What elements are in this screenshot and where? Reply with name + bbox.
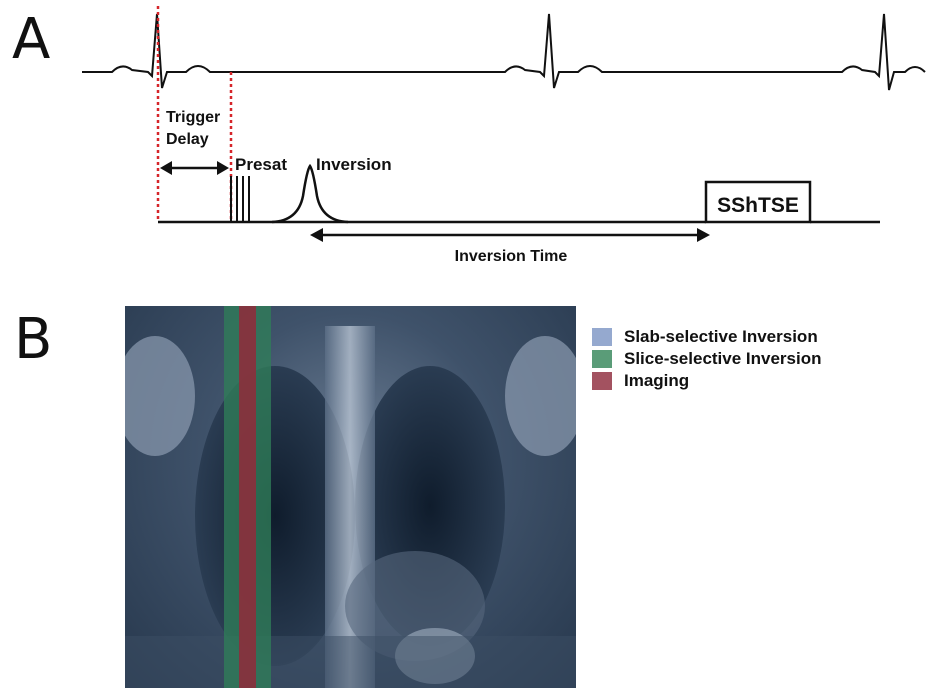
legend-item-slice: Slice-selective Inversion [592, 348, 822, 370]
left-shoulder [125, 336, 195, 456]
inversion-time-arrow [310, 228, 710, 242]
mr-image-rendering [125, 306, 576, 688]
coronal-mr-image [125, 306, 576, 688]
legend-swatch-imaging [592, 372, 612, 390]
lower-body [125, 636, 576, 688]
legend: Slab-selective Inversion Slice-selective… [592, 326, 822, 392]
legend-item-imaging: Imaging [592, 370, 822, 392]
trigger-delay-label-line1: Trigger [166, 109, 220, 126]
legend-item-slab: Slab-selective Inversion [592, 326, 822, 348]
inversion-label: Inversion [316, 155, 392, 174]
inversion-pulse [272, 166, 348, 222]
trigger-delay-label-line2: Delay [166, 131, 209, 148]
legend-swatch-slice [592, 350, 612, 368]
sshtse-label: SShTSE [717, 194, 799, 217]
legend-label-imaging: Imaging [624, 371, 689, 391]
pulse-sequence-diagram: Trigger Delay Presat Inversion SShTSE In… [0, 0, 927, 300]
right-shoulder [505, 336, 576, 456]
presat-label: Presat [235, 155, 287, 174]
legend-swatch-slab [592, 328, 612, 346]
legend-label-slab: Slab-selective Inversion [624, 327, 818, 347]
trigger-delay-arrow [160, 161, 229, 175]
panel-b-letter: B [14, 312, 52, 368]
presat-pulses [231, 176, 249, 222]
legend-label-slice: Slice-selective Inversion [624, 349, 822, 369]
imaging-band [239, 306, 256, 688]
inversion-time-label: Inversion Time [455, 248, 568, 265]
ecg-trace [82, 14, 925, 90]
